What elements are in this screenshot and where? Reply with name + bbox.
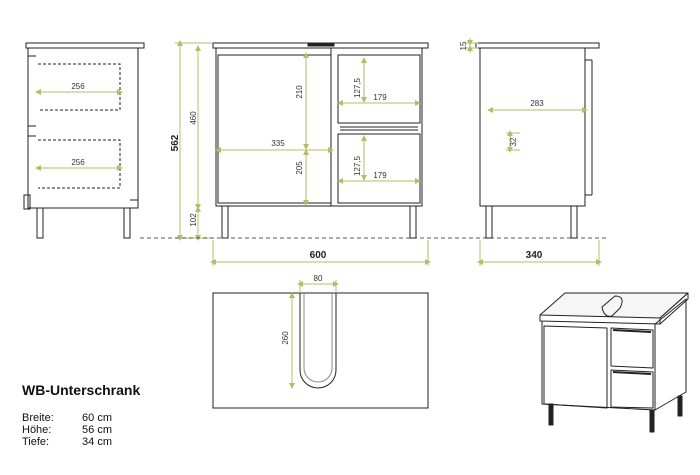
spec-value: 56 cm (82, 424, 112, 436)
spec-label: Tiefe: (22, 436, 50, 448)
spec-label: Breite: (22, 412, 54, 424)
height-upper-label: 460 (189, 111, 198, 125)
side-left-lower-label: 256 (71, 158, 85, 167)
front-view (212, 42, 429, 239)
top-thickness-label: 15 (459, 41, 468, 50)
height-dimension-lines (175, 40, 212, 241)
side-right-small-label: 32 (509, 137, 518, 146)
drawer2-height-label: 127,5 (353, 155, 362, 176)
product-title: WB-Unterschrank (22, 382, 141, 398)
spec-value: 34 cm (82, 436, 112, 448)
door-upper-label: 210 (295, 85, 304, 99)
drawer2-width-label: 179 (373, 171, 387, 180)
height-total-label: 562 (170, 134, 181, 151)
depth-total-label: 340 (526, 250, 543, 261)
side-view-right (475, 42, 600, 239)
top-view (212, 292, 429, 409)
cutout-depth-label: 260 (281, 331, 290, 345)
height-legs-label: 102 (189, 213, 198, 227)
spec-row-width: Breite: 60 cm (22, 412, 112, 424)
spec-value: 60 cm (82, 412, 112, 424)
spec-label: Höhe: (22, 424, 52, 436)
width-total-label: 600 (310, 250, 327, 261)
inner-width-label: 335 (271, 139, 285, 148)
perspective-view (539, 292, 689, 433)
side-right-dimension-lines (466, 38, 602, 266)
side-left-dimension-lines (35, 89, 123, 171)
front-dimension-lines (215, 52, 421, 206)
side-right-depth-label: 283 (530, 99, 544, 108)
drawer1-width-label: 179 (373, 93, 387, 102)
door-lower-label: 205 (295, 161, 304, 175)
width-dimension (210, 240, 431, 266)
top-view-dimension-lines (289, 280, 339, 389)
spec-row-depth: Tiefe: 34 cm (22, 436, 112, 448)
cutout-width-label: 80 (314, 274, 323, 283)
drawer1-height-label: 127,5 (353, 77, 362, 98)
spec-row-height: Höhe: 56 cm (22, 424, 112, 436)
side-left-upper-label: 256 (71, 82, 85, 91)
side-view-left (23, 42, 145, 239)
spec-list: Breite: 60 cm Höhe: 56 cm Tiefe: 34 cm (22, 412, 112, 448)
